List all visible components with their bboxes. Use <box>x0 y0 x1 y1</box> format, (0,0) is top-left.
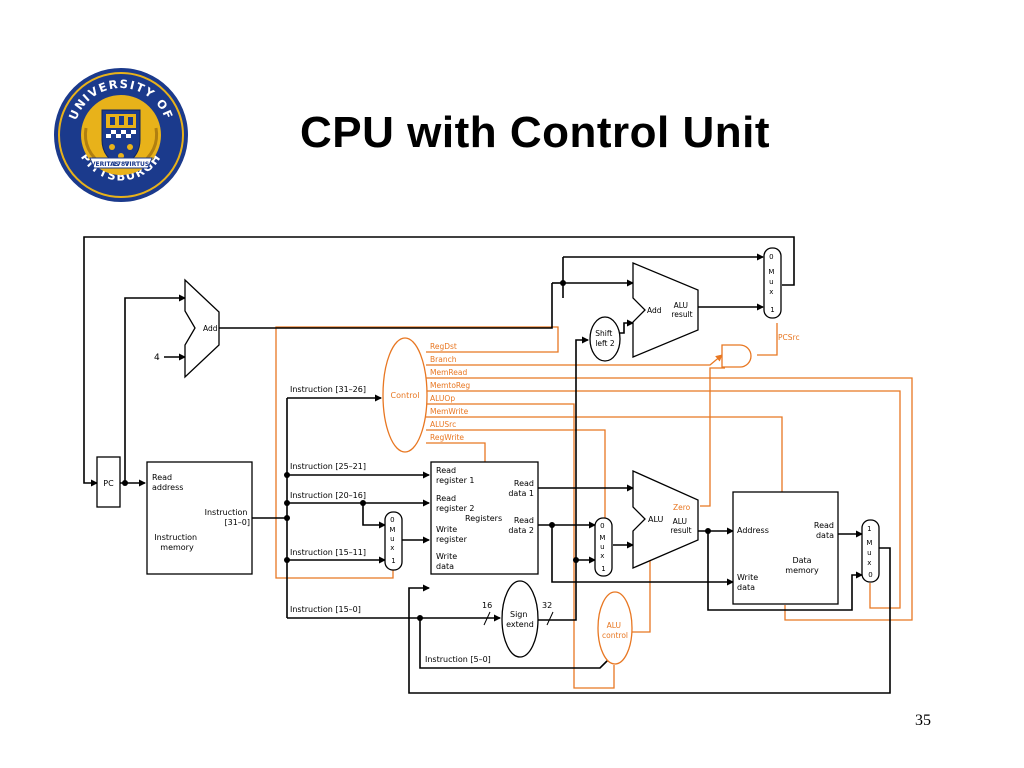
alu-control-label: ALU control <box>602 621 628 640</box>
field-15-11-label: Instruction [15–11] <box>290 548 366 557</box>
slide-title: CPU with Control Unit <box>300 108 770 157</box>
field-25-21-label: Instruction [25–21] <box>290 462 366 471</box>
im-name-label: Instruction memory <box>154 533 199 552</box>
field-20-16-label: Instruction [20–16] <box>290 491 366 500</box>
branch-and-gate <box>721 344 752 368</box>
field-15-0-label: Instruction [15–0] <box>290 605 361 614</box>
data-memory <box>732 491 839 605</box>
register-file <box>430 461 539 575</box>
sign-extend-label: Sign extend <box>506 610 534 629</box>
shift-left-2-unit <box>589 316 621 362</box>
bits-32-label: 32 <box>542 601 552 610</box>
instruction-memory <box>146 461 253 575</box>
datapath-wires <box>83 236 891 694</box>
seal-banner-right: VIRTUS <box>125 161 150 168</box>
alusrc-mux <box>594 517 613 577</box>
seal-banner-year: 1787 <box>113 161 130 168</box>
university-seal-logo: UNIVERSITY OF PITTSBURGH VERITAS 1787 VI… <box>54 68 188 202</box>
alu-zero-label: Zero <box>673 503 691 512</box>
memtoreg-mux-label: 1 M u x 0 <box>866 525 874 579</box>
signal-memwrite-label: MemWrite <box>430 407 469 416</box>
im-instruction-label: Instruction [31–0] <box>205 508 250 527</box>
control-signal-labels: RegDst Branch MemRead MemtoReg ALUOp Mem… <box>430 342 470 442</box>
alusrc-mux-label: 0 M u x 1 <box>599 522 607 573</box>
signal-memtoreg-label: MemtoReg <box>430 381 470 390</box>
pc-label: PC <box>103 479 114 488</box>
pc-adder <box>184 278 220 379</box>
signal-aluop-label: ALUOp <box>430 394 455 403</box>
rf-name-label: Registers <box>465 514 502 523</box>
dm-address-label: Address <box>737 526 769 535</box>
shift-left-2-label: Shift left 2 <box>595 329 615 348</box>
memtoreg-mux <box>861 519 880 583</box>
signal-memread-label: MemRead <box>430 368 467 377</box>
main-alu <box>632 469 699 569</box>
regdst-mux-label: 0 M u x 1 <box>389 516 397 565</box>
field-5-0-label: Instruction [5–0] <box>425 655 491 664</box>
pc-register <box>96 456 121 508</box>
page-number: 35 <box>915 712 931 729</box>
sign-extend-unit <box>501 580 539 658</box>
signal-regwrite-label: RegWrite <box>430 433 464 442</box>
seal-banner-left: VERITAS <box>91 161 119 168</box>
control-unit-label: Control <box>391 391 420 400</box>
signal-branch-label: Branch <box>430 355 457 364</box>
wire-junctions <box>122 280 711 621</box>
pc-adder-label: Add <box>203 324 218 333</box>
main-alu-result-label: ALU result <box>670 517 691 535</box>
branch-adder-result-label: ALU result <box>671 301 692 319</box>
pcsrc-mux <box>763 247 782 319</box>
control-unit <box>382 337 428 453</box>
control-wires <box>275 323 913 689</box>
im-read-address-label: Read address <box>152 473 183 492</box>
pcsrc-mux-label: 0 M u x 1 <box>768 253 776 314</box>
bits-16-label: 16 <box>482 601 492 610</box>
regdst-mux <box>384 511 403 571</box>
constant-four-label: 4 <box>154 353 160 363</box>
signal-alusrc-label: ALUSrc <box>430 420 456 429</box>
alu-control-unit <box>597 591 633 665</box>
branch-adder-label: Add <box>647 306 662 315</box>
bus-width-ticks <box>483 611 554 626</box>
main-alu-label: ALU <box>648 515 664 524</box>
field-31-26-label: Instruction [31–26] <box>290 385 366 394</box>
branch-adder <box>632 262 699 358</box>
pcsrc-label: PCSrc <box>778 333 800 342</box>
signal-regdst-label: RegDst <box>430 342 457 351</box>
